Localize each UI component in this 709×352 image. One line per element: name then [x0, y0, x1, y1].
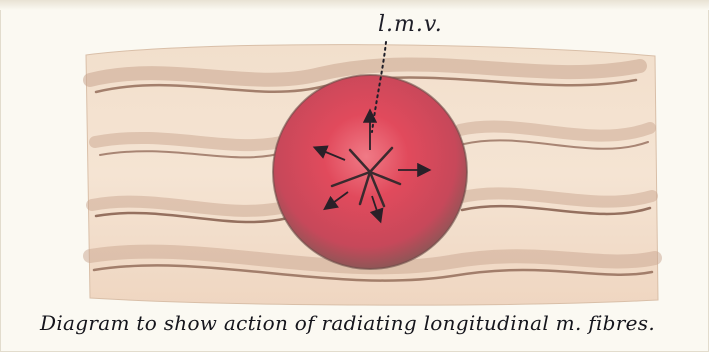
lmv-label: l.m.v.: [378, 12, 443, 37]
diagram-caption: Diagram to show action of radiating long…: [40, 311, 680, 335]
fibre-band: [95, 138, 290, 145]
